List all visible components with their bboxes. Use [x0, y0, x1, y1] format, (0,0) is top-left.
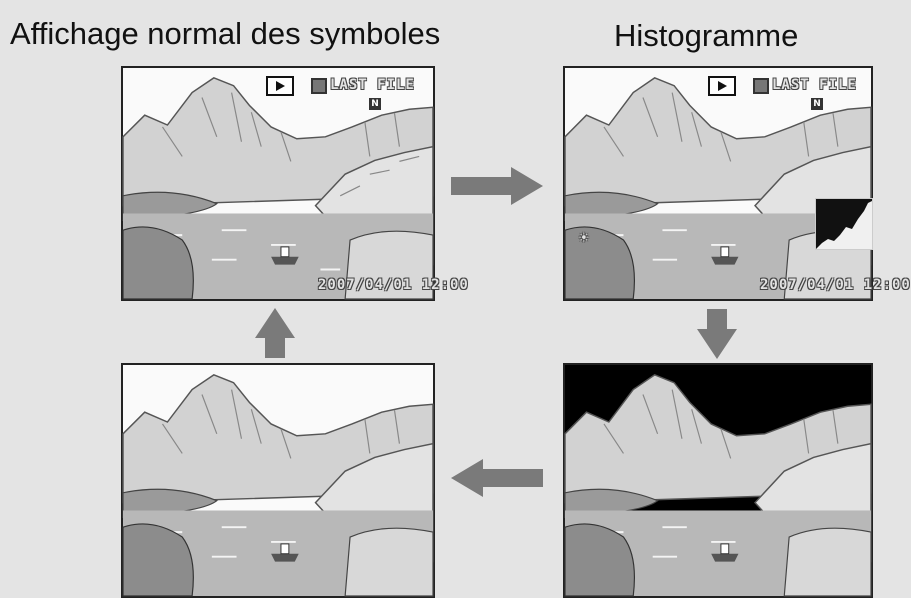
panel-normal-display: LAST FILE N 2007/04/01 12:00 [121, 66, 468, 301]
histogram-graph [815, 198, 873, 250]
protect-icon [311, 78, 327, 94]
protect-icon [753, 78, 769, 94]
caption-histogram: Histogramme [614, 18, 799, 53]
arrow-right-icon [451, 167, 543, 205]
landscape-illustration-blink [564, 365, 872, 597]
panel-overexposure-blink [563, 363, 873, 598]
play-icon [266, 76, 294, 96]
landscape-illustration [122, 365, 434, 597]
n-icon: N [811, 98, 823, 110]
caption-normal-display: Affichage normal des symboles [10, 16, 441, 51]
exposure-icon: ☀ [579, 228, 590, 247]
datetime-label: 2007/04/01 12:00 [760, 277, 911, 293]
last-file-label: LAST FILE [772, 77, 857, 93]
arrow-left-icon [451, 459, 543, 497]
last-file-label: LAST FILE [330, 77, 415, 93]
histogram-curve [816, 201, 872, 249]
landscape-illustration [564, 68, 872, 300]
n-icon: N [369, 98, 381, 110]
play-icon [708, 76, 736, 96]
landscape-illustration [122, 68, 434, 300]
datetime-label: 2007/04/01 12:00 [318, 277, 469, 293]
panel-no-display [121, 363, 435, 598]
arrow-up-icon [255, 308, 295, 358]
panel-histogram-display: LAST FILE N ☀ 2007/04/01 12:00 [563, 66, 910, 301]
arrow-down-icon [697, 309, 737, 359]
